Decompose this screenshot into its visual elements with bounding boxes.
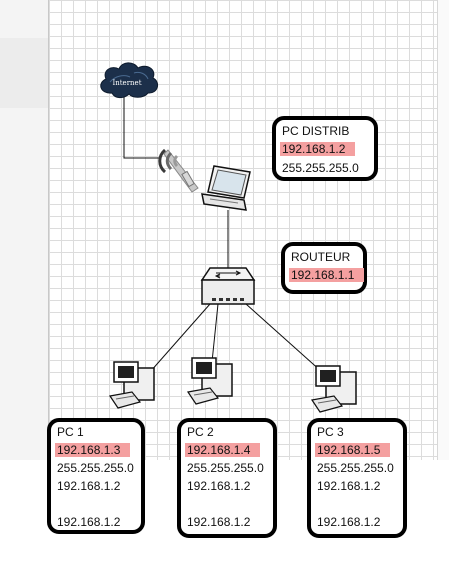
laptop-icon: [201, 165, 251, 211]
pc3-box: PC 3 192.168.1.5 255.255.255.0 192.168.1…: [307, 418, 407, 538]
pc1-box: PC 1 192.168.1.3 255.255.255.0 192.168.1…: [47, 418, 145, 534]
pc2-dns: 192.168.1.2: [187, 515, 251, 529]
pc3-dns: 192.168.1.2: [317, 515, 381, 529]
pc2-mask: 255.255.255.0: [187, 461, 264, 475]
desktop-pc-icon: [108, 361, 155, 409]
gutter-shade: [0, 38, 48, 108]
right-edge: [437, 0, 449, 460]
pc3-title: PC 3: [317, 425, 344, 439]
pc2-title: PC 2: [187, 425, 214, 439]
pc-distrib-ip: 192.168.1.2: [280, 142, 356, 156]
pc3-ip: 192.168.1.5: [315, 443, 391, 457]
pc-distrib-box: PC DISTRIB 192.168.1.2 255.255.255.0: [272, 116, 378, 181]
wifi-signal-icon: [158, 148, 199, 193]
pc1-dns: 192.168.1.2: [57, 515, 121, 529]
router-box: ROUTEUR 192.168.1.1: [281, 242, 367, 294]
pc2-gateway: 192.168.1.2: [187, 479, 251, 493]
desktop-pc-icon: [186, 357, 233, 405]
pc1-gateway: 192.168.1.2: [57, 479, 121, 493]
pc2-box: PC 2 192.168.1.4 255.255.255.0 192.168.1…: [177, 418, 277, 538]
switch-to-pc1-line: [149, 303, 211, 373]
desktop-pc-icon: [310, 365, 357, 413]
internet-label: Internet: [112, 79, 141, 87]
pc2-ip: 192.168.1.4: [185, 443, 261, 457]
router-ip: 192.168.1.1: [289, 268, 365, 282]
switch-icon: [200, 267, 256, 305]
switch-to-pc2-line: [211, 303, 219, 363]
pc3-mask: 255.255.255.0: [317, 461, 394, 475]
switch-to-pc3-line: [245, 303, 323, 373]
left-gutter: [0, 0, 48, 460]
pc-distrib-mask: 255.255.255.0: [282, 161, 359, 175]
connection-lines: [123, 96, 323, 373]
pc1-mask: 255.255.255.0: [57, 461, 134, 475]
pc1-ip: 192.168.1.3: [55, 443, 131, 457]
internet-to-wifi-line: [123, 96, 160, 159]
router-title: ROUTEUR: [291, 250, 351, 264]
cloud-icon: Internet: [100, 62, 159, 99]
pc-distrib-title: PC DISTRIB: [282, 124, 350, 138]
pc1-title: PC 1: [57, 425, 84, 439]
pc3-gateway: 192.168.1.2: [317, 479, 381, 493]
